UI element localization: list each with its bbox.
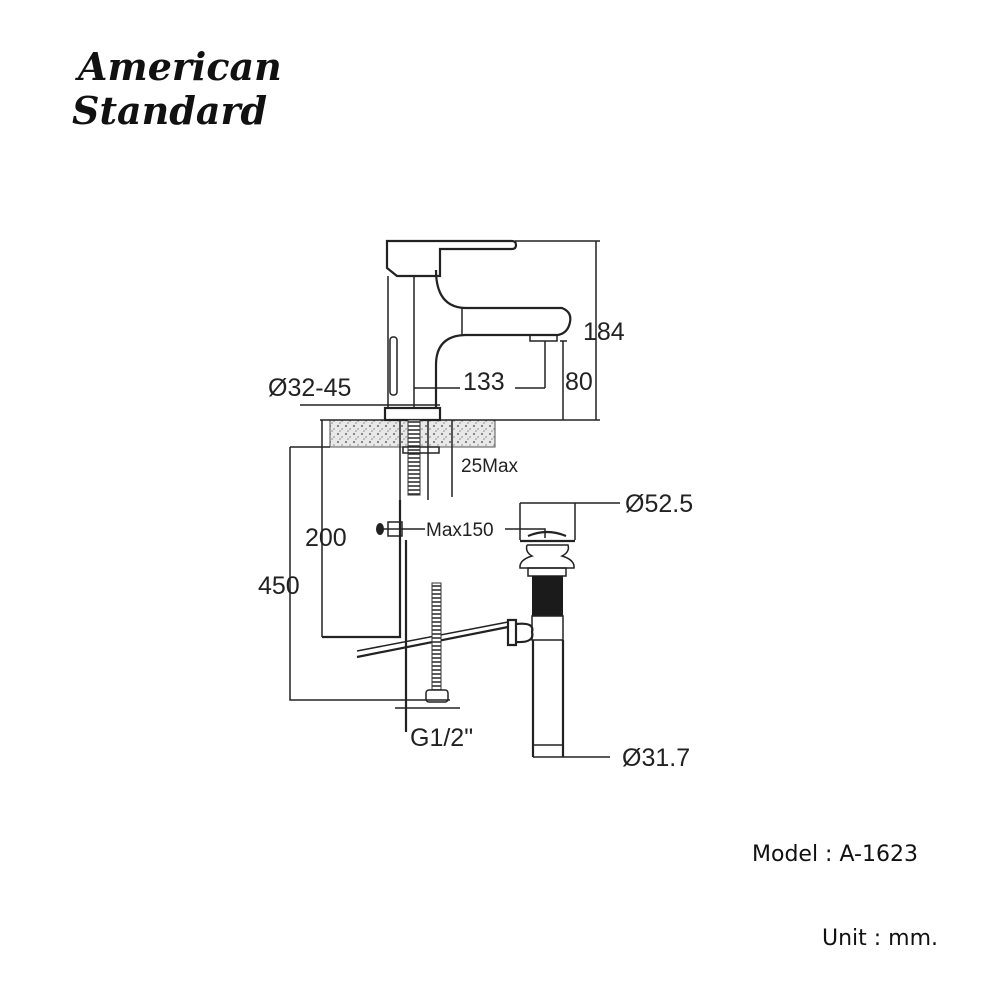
brand-line-1: American <box>75 44 282 89</box>
dim-spout-height: 80 <box>565 368 593 396</box>
dim-supply-length: 450 <box>258 572 300 600</box>
dim-lever-max: Max150 <box>426 520 494 541</box>
countertop <box>320 419 600 448</box>
dim-drain-top: Ø52.5 <box>625 490 693 518</box>
pop-up-drain <box>506 530 575 757</box>
dimension-lines <box>289 240 620 758</box>
unit-label: Unit : mm. <box>822 926 939 951</box>
model-label: Model : A-1623 <box>752 842 918 867</box>
dim-spout-reach: 133 <box>463 368 505 396</box>
dim-hose-length: 200 <box>305 524 347 552</box>
dim-drain-pipe: Ø31.7 <box>622 744 690 772</box>
brand-line-2: Standard <box>72 88 267 133</box>
brand-logo: American Standard <box>72 44 282 133</box>
faucet-body <box>383 239 572 500</box>
dim-connection: G1/2" <box>410 724 473 752</box>
dim-deck-thickness: 25Max <box>461 456 519 477</box>
dim-height-total: 184 <box>583 318 625 346</box>
dim-hole-diameter: Ø32-45 <box>268 374 351 402</box>
